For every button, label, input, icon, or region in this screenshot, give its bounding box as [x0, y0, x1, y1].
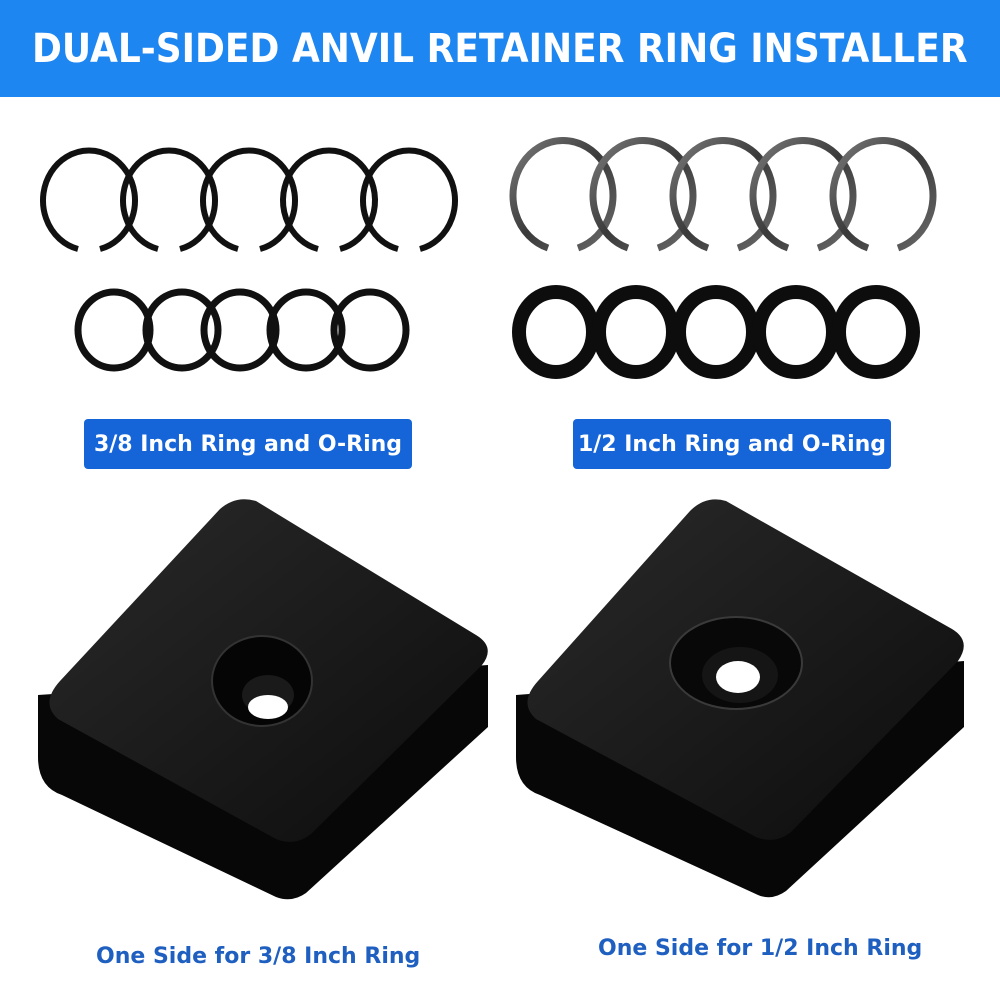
rings-illustration: [40, 137, 937, 379]
retainer-ring: [669, 137, 777, 252]
retainer-ring: [829, 137, 937, 252]
o-ring: [832, 285, 920, 379]
title-banner: DUAL-SIDED ANVIL RETAINER RING INSTALLER: [0, 0, 1000, 97]
retainer-ring: [589, 137, 697, 252]
kit-label-1-2: 1/2 Inch Ring and O-Ring: [573, 419, 891, 469]
retainer-rings-large: [509, 137, 937, 252]
retainer-rings-small: [40, 147, 458, 252]
retainer-ring: [749, 137, 857, 252]
kit-label-3-8: 3/8 Inch Ring and O-Ring: [84, 419, 412, 469]
installer-block-1-2: [516, 499, 964, 898]
installer-block-3-8: [38, 499, 488, 900]
o-ring: [330, 288, 410, 372]
o-ring: [74, 288, 154, 372]
retainer-ring: [360, 147, 458, 252]
retainer-ring: [509, 137, 617, 252]
o-ring: [142, 288, 222, 372]
o-ring: [266, 288, 346, 372]
o-rings-large: [512, 285, 920, 379]
o-rings-small: [74, 288, 410, 372]
caption-3-8: One Side for 3/8 Inch Ring: [96, 944, 421, 969]
o-ring: [752, 285, 840, 379]
banner-title: DUAL-SIDED ANVIL RETAINER RING INSTALLER: [32, 25, 968, 72]
o-ring: [672, 285, 760, 379]
o-ring: [200, 288, 280, 372]
o-ring: [592, 285, 680, 379]
o-ring: [512, 285, 600, 379]
caption-1-2: One Side for 1/2 Inch Ring: [598, 936, 923, 961]
